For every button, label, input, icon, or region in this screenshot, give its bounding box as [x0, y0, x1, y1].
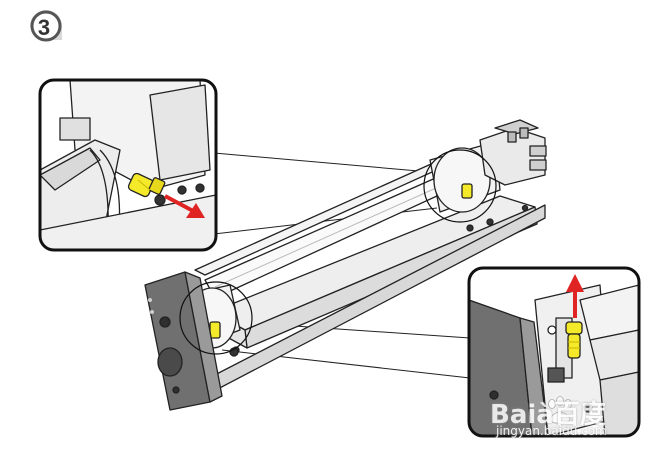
yellow-plug-top — [127, 172, 166, 198]
inset-top-left — [38, 78, 218, 252]
paw-logo-icon — [548, 396, 572, 424]
inset-bottom-right — [467, 266, 641, 438]
step-badge-icon — [30, 10, 62, 42]
baidu-watermark: Baià百度 jingyan.baidu.com — [490, 392, 640, 442]
yellow-plug-bottom — [565, 321, 583, 359]
lift-arrow-icon — [566, 274, 584, 318]
main-assembly — [144, 119, 547, 411]
leader-line-top-1 — [213, 152, 431, 173]
callout-circle-right — [423, 149, 497, 223]
step-number: 3 — [37, 15, 51, 40]
watermark-site: jingyan.baidu.com — [496, 424, 607, 438]
pull-arrow-icon — [164, 194, 205, 218]
watermark-brand: Baià百度 — [490, 400, 606, 430]
callout-circle-left — [179, 281, 253, 355]
